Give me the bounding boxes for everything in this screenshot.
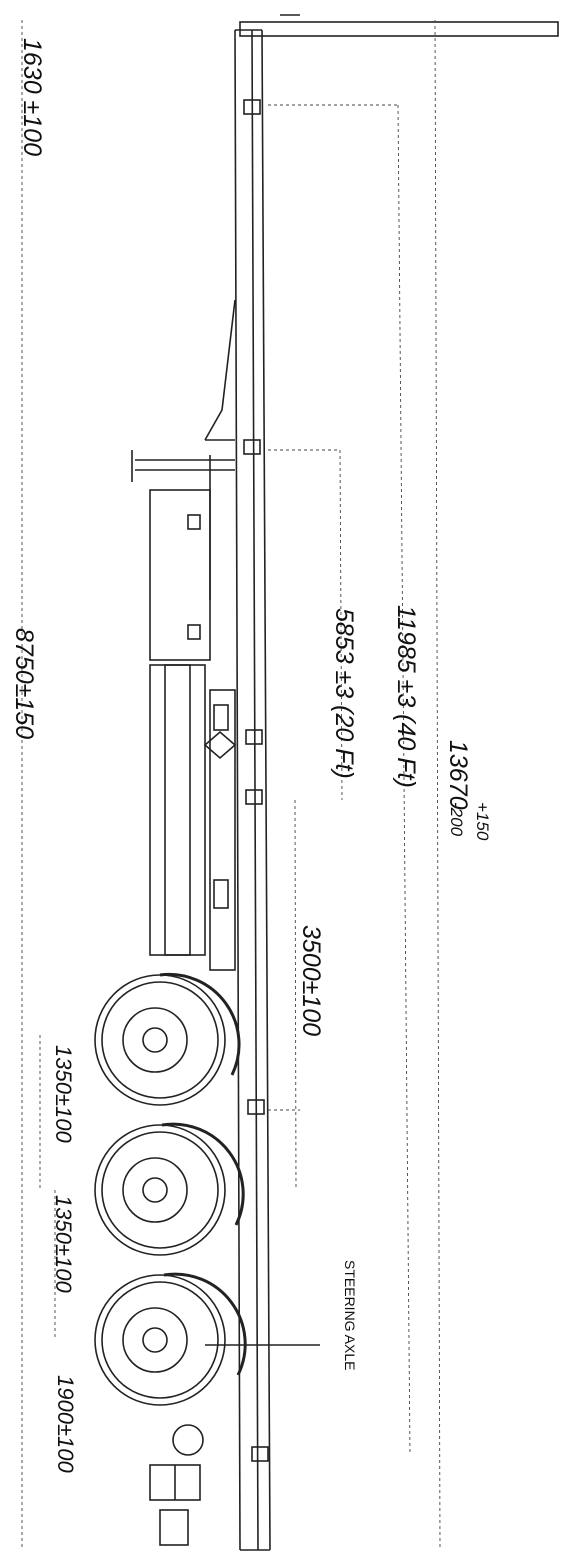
dim-pin-to-axle: 3500±100 bbox=[297, 925, 325, 1037]
twistlocks bbox=[243, 99, 269, 1462]
axle-3-steering bbox=[94, 1272, 247, 1406]
steering-axle-label: STEERING AXLE bbox=[342, 1260, 358, 1371]
dim-overall-length: 13670 +150 -200 bbox=[443, 740, 492, 840]
chassis-frame bbox=[204, 29, 271, 1551]
dim-axle-spacing-2: 1350±100 bbox=[51, 1195, 76, 1293]
dim-20ft: 5853 ±3 (20 Ft) bbox=[330, 608, 358, 779]
rear-equipment bbox=[149, 1424, 204, 1546]
dim-front-overhang: 1630 ±100 bbox=[18, 38, 46, 156]
axle-2 bbox=[94, 1122, 245, 1256]
front-bar bbox=[239, 14, 559, 37]
dim-rear-overhang: 1900±100 bbox=[53, 1375, 78, 1473]
dim-overall-plus: +150 bbox=[473, 802, 492, 841]
axle-1 bbox=[94, 972, 241, 1106]
dim-40ft: 11985 ±3 (40 Ft) bbox=[392, 605, 420, 788]
dim-overall-value: 13670 bbox=[444, 740, 472, 810]
dimension-lines bbox=[21, 19, 441, 1549]
dim-overall-minus: -200 bbox=[447, 802, 466, 837]
dim-wheelbase: 8750±150 bbox=[10, 628, 38, 740]
landing-gear bbox=[131, 450, 235, 600]
toolbox bbox=[149, 489, 211, 661]
pallet-rack bbox=[149, 664, 237, 971]
dim-axle-spacing-1: 1350±100 bbox=[51, 1045, 76, 1143]
